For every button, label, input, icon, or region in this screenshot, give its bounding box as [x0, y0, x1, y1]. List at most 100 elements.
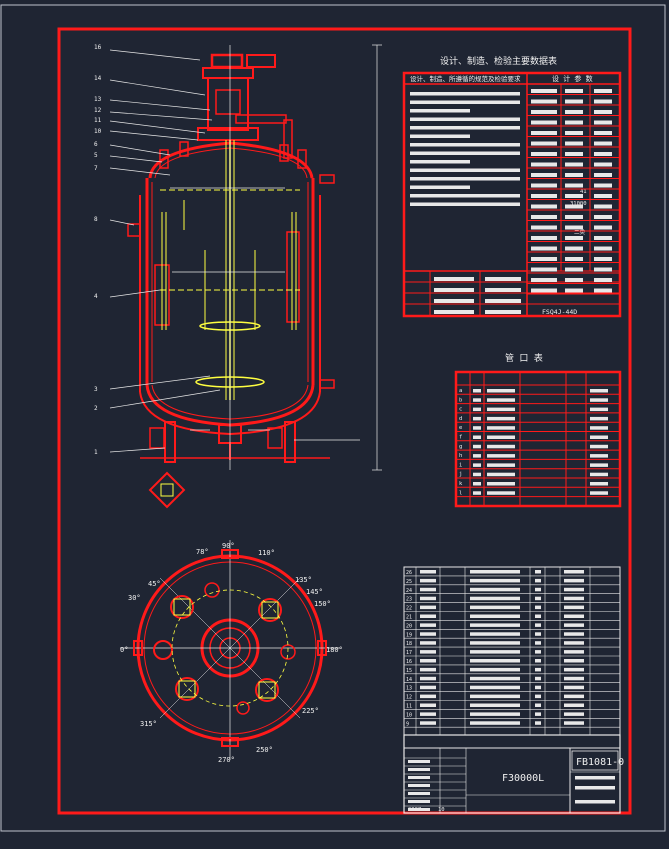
param-label: [531, 173, 557, 177]
bom-item-no: 20: [406, 623, 412, 629]
param-label: [531, 204, 557, 209]
nozzle-size: [473, 472, 481, 477]
bom-name: [470, 659, 520, 663]
nozzle-mark: f: [459, 435, 462, 441]
nozzle-use: [590, 454, 608, 458]
design-table-code: FSQ4J-44D: [542, 308, 577, 316]
bom-name: [470, 596, 520, 601]
bom-name: [470, 614, 520, 618]
param-value: [565, 99, 583, 104]
equipment-name: F30000L: [502, 773, 544, 784]
param-value: [565, 89, 583, 93]
param-label: [531, 152, 557, 156]
nozzle-spec: [487, 472, 515, 477]
angle-250: 250°: [256, 746, 273, 754]
elevation-callouts: 16 14 13 12 11 10 6 5 7 8 4 3 2 1: [94, 44, 102, 456]
param-value: [565, 257, 583, 261]
param-value: [565, 194, 583, 198]
sheet-border: [0, 4, 666, 832]
nozzle-use: [590, 426, 608, 430]
spec-cell: [485, 299, 521, 303]
nozzle-spec: [487, 491, 515, 495]
nozzle-size: [473, 426, 481, 430]
param-value: [565, 246, 583, 251]
param-label: [531, 257, 557, 261]
bom-item-no: 26: [406, 570, 412, 576]
param-value: [565, 288, 583, 293]
note-line: [410, 92, 520, 96]
nozzle-use: [590, 444, 608, 449]
bom-qty: [535, 721, 541, 725]
param-value: [565, 162, 583, 167]
title-label: [408, 776, 430, 779]
title-month: 10: [438, 807, 445, 813]
param-value: [594, 236, 612, 240]
angle-315: 315°: [140, 720, 157, 728]
bom-material: [564, 650, 584, 654]
design-table-right-header: 设 计 参 数: [552, 74, 593, 83]
param-value: [594, 246, 612, 251]
param-value: [565, 267, 583, 272]
bom-qty: [535, 676, 541, 681]
nozzle-size: [473, 398, 481, 402]
bom-material: [564, 641, 584, 645]
bom-item-no: 19: [406, 632, 412, 638]
note-line: [410, 168, 520, 172]
bom-material: [564, 694, 584, 699]
param-label: [531, 99, 557, 104]
bom-item-no: 18: [406, 641, 412, 647]
angle-45: 45°: [148, 580, 161, 588]
bom-item-no: 15: [406, 668, 412, 674]
bom-name: [470, 676, 520, 681]
nozzle-spec: [487, 435, 515, 439]
title-cell: [575, 800, 615, 804]
bom-name: [470, 703, 520, 707]
bom-name: [470, 632, 520, 636]
title-block-rows: [404, 757, 615, 811]
nozzle-spec: [487, 416, 515, 421]
bom-name: [470, 605, 520, 610]
bom-code: [420, 605, 436, 610]
bom-name: [470, 641, 520, 645]
bom-qty: [535, 587, 541, 592]
design-table-param: 41: [580, 189, 587, 195]
param-value: [565, 131, 583, 135]
vessel-plan-view: [120, 540, 340, 760]
nozzle-spec: [487, 444, 515, 449]
param-label: [531, 236, 557, 240]
bom-code: [420, 614, 436, 618]
callout-16: 16: [94, 44, 102, 51]
callout-12: 12: [94, 107, 102, 114]
bom-material: [564, 605, 584, 610]
param-value: [594, 278, 612, 282]
title-label: [408, 800, 430, 803]
nozzle-mark: i: [459, 462, 462, 468]
bom-code: [420, 659, 436, 663]
bom-item-no: 13: [406, 686, 412, 692]
bom-item-no: 9: [406, 721, 409, 727]
bom-qty: [535, 578, 541, 583]
param-label: [531, 246, 557, 251]
spec-cell: [434, 299, 474, 303]
bom-item-no: 10: [406, 712, 412, 718]
nozzle-size: [473, 435, 481, 439]
bom-qty: [535, 667, 541, 672]
callout-1: 1: [94, 449, 98, 456]
callout-5: 5: [94, 152, 98, 159]
bom-code: [420, 578, 436, 583]
nozzle-mark: a: [459, 388, 462, 394]
nozzle-size: [473, 444, 481, 449]
param-value: [594, 110, 612, 114]
note-line: [410, 202, 520, 206]
param-label: [531, 110, 557, 114]
param-value: [565, 141, 583, 146]
param-value: [594, 162, 612, 167]
bom-code: [420, 712, 436, 716]
note-line: [410, 185, 470, 189]
design-table-notes: [410, 89, 612, 314]
nozzle-spec: [487, 463, 515, 467]
nozzle-use: [590, 491, 608, 495]
note-line: [410, 100, 520, 104]
nozzle-size: [473, 482, 481, 486]
